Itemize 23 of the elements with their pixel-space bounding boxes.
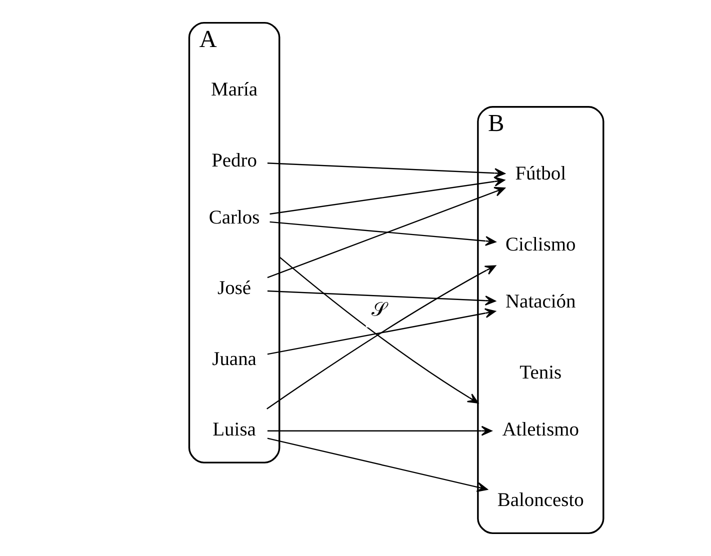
arrow: [278, 256, 478, 404]
node-text: José: [217, 278, 251, 300]
node-text: Tenis: [519, 362, 562, 384]
node-text: Natación: [505, 292, 576, 313]
node-text: Juana: [212, 348, 256, 370]
arrow: [266, 426, 492, 436]
arrow: [266, 438, 488, 492]
edge-label: 𝒮: [370, 300, 386, 322]
node-text: María: [210, 80, 258, 101]
node-text: Luisa: [212, 420, 256, 440]
arrow: [266, 265, 496, 410]
arrow: [266, 290, 496, 306]
arrow: [266, 308, 496, 355]
node-text: Atletismo: [502, 420, 579, 440]
arrow: [269, 221, 496, 246]
node-text: Ciclismo: [504, 234, 576, 256]
node-text: Fútbol: [514, 164, 566, 185]
node-text: Baloncesto: [496, 490, 584, 512]
node-text: Carlos: [208, 208, 260, 229]
arrow: [266, 186, 505, 278]
node-text: Pedro: [211, 150, 257, 172]
arrow: [266, 162, 505, 178]
arrow: [269, 176, 504, 215]
